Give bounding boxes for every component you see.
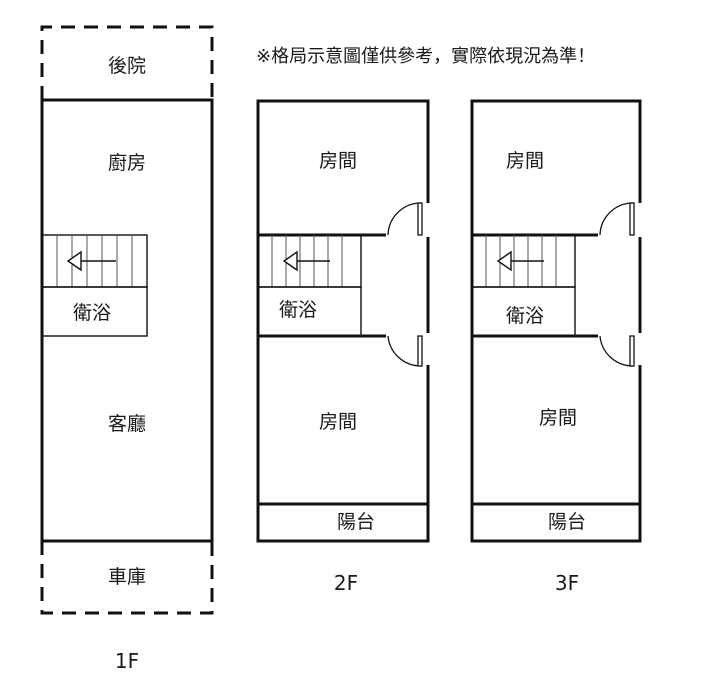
- label-bathroom-3f: 衛浴: [506, 305, 544, 327]
- label-balcony-2f: 陽台: [337, 511, 375, 533]
- stairs-1f: [41, 234, 148, 288]
- label-backyard: 後院: [108, 55, 146, 77]
- bathroom-1f-walls: [41, 286, 148, 337]
- label-room-2f-top: 房間: [319, 150, 357, 172]
- floor-1f: 後院 廚房 衛浴 客廳 車庫 1F: [40, 25, 214, 673]
- floor-3f-walls: [470, 99, 642, 543]
- label-balcony-3f: 陽台: [548, 511, 586, 533]
- stairs-2f: [257, 234, 362, 288]
- stairs-3f: [471, 234, 576, 288]
- floor-3f: 房間 衛浴 房間 陽台 3F: [470, 99, 645, 595]
- label-room-2f-bottom: 房間: [319, 411, 357, 433]
- label-living-room-1f: 客廳: [108, 413, 146, 435]
- floor-label-1f: 1F: [115, 649, 139, 673]
- stair-arrow-icon: [496, 250, 512, 272]
- disclaimer-note: ※格局示意圖僅供參考，實際依現況為準！: [256, 46, 595, 67]
- door-3f-top: [599, 202, 635, 236]
- bathroom-3f-walls: [471, 286, 576, 337]
- label-kitchen-1f: 廚房: [108, 151, 146, 174]
- door-2f-bottom: [387, 335, 423, 367]
- stair-arrow-icon: [66, 250, 82, 272]
- door-2f-top: [387, 202, 423, 236]
- stair-arrow-icon: [282, 250, 298, 272]
- bathroom-2f-walls: [257, 286, 362, 337]
- garage-outline: [40, 541, 214, 615]
- floor-label-2f: 2F: [334, 571, 358, 595]
- backyard-outline: [40, 25, 214, 100]
- label-bathroom-2f: 衛浴: [279, 299, 317, 321]
- label-bathroom-1f: 衛浴: [73, 302, 111, 324]
- door-3f-bottom: [599, 335, 635, 367]
- label-garage: 車庫: [108, 566, 146, 588]
- floor-2f: 房間 衛浴 房間 陽台 2F: [256, 99, 433, 595]
- label-room-3f-bottom: 房間: [539, 407, 577, 429]
- label-room-3f-top: 房間: [506, 150, 544, 172]
- floor-label-3f: 3F: [555, 571, 579, 595]
